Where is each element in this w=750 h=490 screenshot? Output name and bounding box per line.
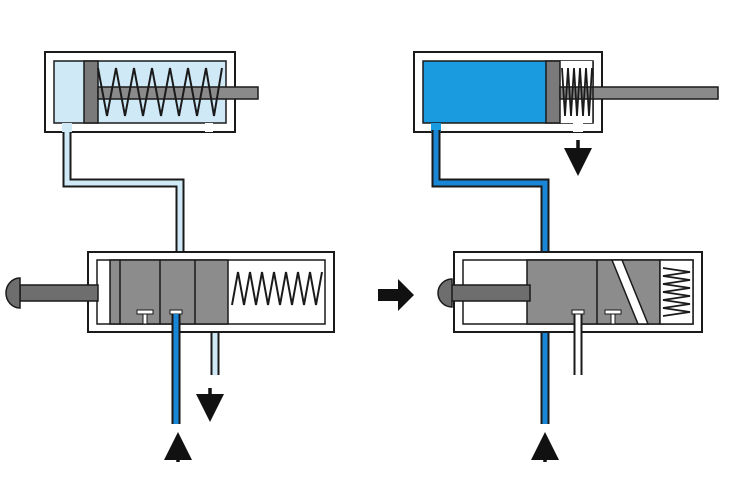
return-spring [97, 67, 223, 117]
cylinder-retracted [44, 51, 259, 133]
push-button [437, 278, 453, 308]
blocked-port-symbol [142, 313, 148, 325]
valve-released [87, 251, 335, 333]
piston-rod [559, 86, 719, 100]
state-actuated [413, 51, 719, 462]
valve-spool [109, 259, 229, 325]
push-button [5, 277, 21, 309]
exhaust-passage [610, 259, 650, 325]
plunger-rod [449, 284, 531, 302]
compressed-spring [561, 67, 593, 117]
port-left [62, 123, 72, 132]
plunger-rod [19, 284, 99, 302]
blocked-port-symbol [610, 313, 616, 325]
exhaust-pipe [64, 130, 218, 375]
port-right [573, 123, 583, 132]
valve-spring-compressed [662, 267, 691, 317]
piston [545, 60, 561, 124]
valve-spring [231, 271, 323, 306]
state-initial [5, 51, 335, 462]
cylinder-extended [413, 51, 719, 133]
port-left [431, 123, 441, 132]
piston [83, 60, 99, 124]
port-right [205, 123, 213, 132]
transition-arrow-icon [378, 279, 414, 311]
